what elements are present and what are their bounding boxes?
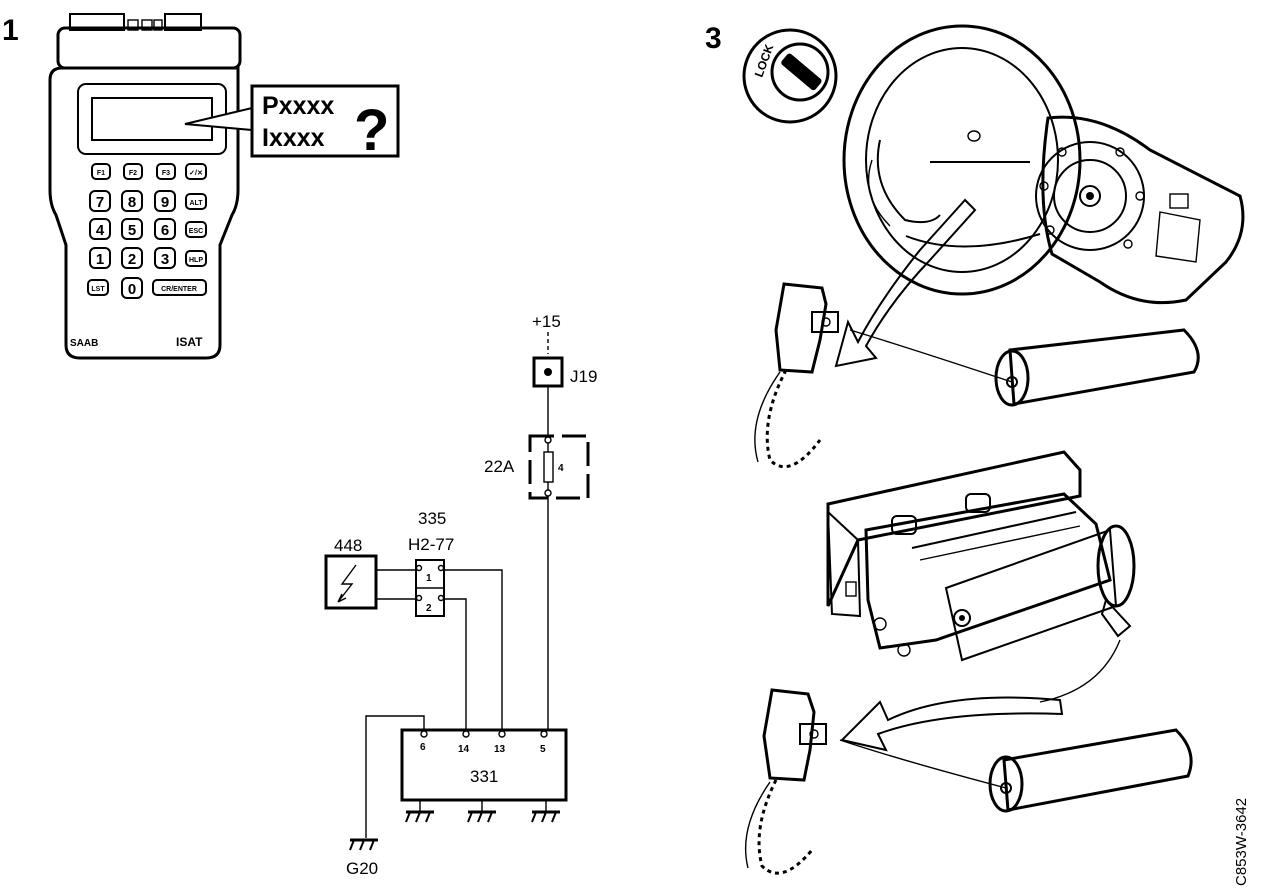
key-f2: F2 [129,170,137,177]
tester-port-left [69,13,125,31]
airbag-module-steering [1035,115,1245,305]
connector-bottom-plug [799,723,827,745]
airbag-module-passenger [826,450,1136,703]
key-lst: LST [91,286,105,293]
wire-pin14 [444,598,467,730]
passenger-airbag-cover [826,450,1082,607]
cylinder-bottom-body [1002,728,1193,812]
key-7: 7 [96,194,104,211]
steering-wheel-inner [865,47,1059,273]
ecu-pin-13: 13 [494,744,506,755]
fuse-box-label: 22A [484,457,515,476]
airbag-connector-bottom [744,688,827,875]
screen-callout-pointer [184,106,253,132]
wiring-diagram: +15 J19 4 22A 448 335 H2-77 1 2 [324,312,597,878]
display-callout-box [250,84,400,158]
key-1: 1 [96,251,104,268]
reference-code: C853W-3642 [1233,798,1250,886]
connector-j19-label: J19 [570,367,597,386]
connector-top-housing [774,282,828,374]
display-callout: Pxxxx Ixxxx ? [250,84,400,163]
tester-brand: SAAB [70,338,98,349]
key-hlp: HLP [189,257,203,264]
connector-bottom-housing [762,688,816,782]
display-line-p: Pxxxx [262,92,334,120]
airbag-cover-back [1041,115,1245,305]
lock-outer-ring [742,28,838,124]
steering-wheel [842,24,1082,296]
ecu-pin-6: 6 [420,742,426,753]
key-9: 9 [161,194,169,211]
fuse-4 [543,451,554,483]
key-3: 3 [161,251,169,268]
ecu-pin-14: 14 [458,744,470,755]
connector-h2-77-label: H2-77 [408,535,454,554]
tester-model: ISAT [176,335,203,349]
key-4: 4 [96,222,105,239]
panel-number-3: 3 [705,22,722,55]
component-448 [324,554,378,610]
arrow-to-connector-bottom [840,696,1064,752]
key-6: 6 [161,222,169,239]
lightning-icon [337,564,357,603]
inflator-cylinder-bottom [839,728,1193,813]
tester-top-housing [56,26,242,70]
ecu-pin-5: 5 [540,744,546,755]
key-8: 8 [128,194,136,211]
key-f1: F1 [97,170,105,177]
key-0: 0 [128,281,136,298]
pin-1-label: 1 [426,573,432,584]
tester-keypad: F1 F2 F3 ✓/✕ 7 8 9 ALT 4 5 6 ESC 1 [87,163,207,299]
passenger-airbag-housing [864,492,1112,650]
control-unit-label: 331 [470,767,498,786]
coiled-cable-top [765,369,822,469]
isat-tester: F1 F2 F3 ✓/✕ 7 8 9 ALT 4 5 6 ESC 1 [48,13,253,360]
airbag-connector-top [754,282,839,469]
key-check: ✓/✕ [189,170,203,177]
question-mark-icon: ? [354,98,389,163]
lock-key-slot [781,53,822,91]
cylinder-top-body [1008,328,1200,406]
airbag-inflator [1053,159,1127,233]
control-unit-331 [400,728,568,802]
key-esc: ESC [189,228,203,235]
tester-port-right [164,13,202,31]
display-line-i: Ixxxx [262,124,325,152]
steering-wheel-rim [842,24,1082,296]
connector-top-plug [811,311,839,333]
ignition-lock-icon: LOCK [742,28,838,124]
fuse-number: 4 [558,463,564,474]
panel-number-1: 1 [2,14,19,47]
tester-screen [91,97,213,141]
supply-label: +15 [532,312,561,331]
coiled-cable-bottom [757,779,814,875]
pin-2-label: 2 [426,603,432,614]
wire-ground-g20 [365,715,425,838]
ecu-ground-icons [405,800,560,823]
wire-pin13 [444,569,503,730]
fuse-box-22a [528,434,590,500]
ground-g20-icon [349,838,378,851]
lock-cylinder [770,42,830,102]
component-448-label: 448 [334,536,362,555]
key-5: 5 [128,222,136,239]
key-alt: ALT [189,200,203,207]
arrow-to-connector-top [834,198,977,368]
component-335-label: 335 [418,509,446,528]
key-f3: F3 [162,170,170,177]
inflator-cylinder-top [849,328,1200,407]
ground-label: G20 [346,859,378,878]
key-cr-enter: CR/ENTER [161,286,197,293]
key-2: 2 [128,251,136,268]
